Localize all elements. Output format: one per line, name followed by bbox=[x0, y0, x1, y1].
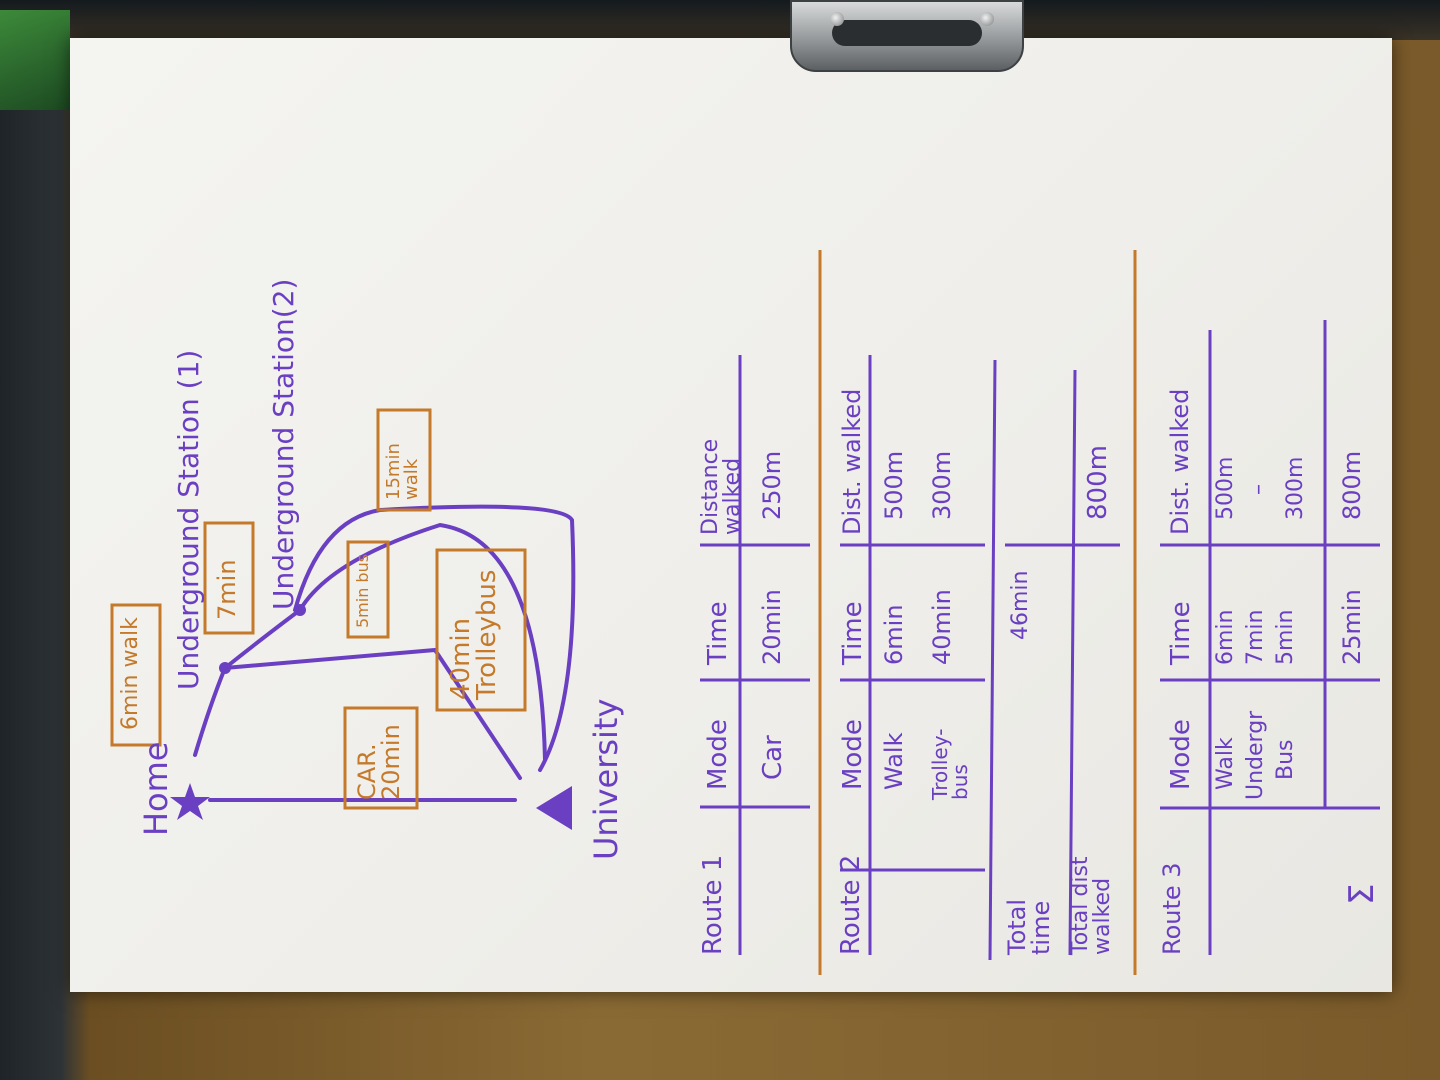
route2-row2-mode: Trolley-bus bbox=[928, 728, 972, 800]
route2-row1-dist: 500m bbox=[880, 450, 908, 520]
route2-row1-time: 6min bbox=[880, 604, 908, 665]
university-label: University bbox=[587, 698, 625, 860]
box-trolley-text: 40min Trolleybus bbox=[446, 569, 502, 700]
route3-row2-time: 7min bbox=[1243, 609, 1268, 665]
route2-header-dist: Dist. walked bbox=[838, 388, 866, 535]
r2-total-mid-line bbox=[1068, 369, 1077, 956]
route2-total-dist-label: Total dist walked bbox=[1068, 856, 1115, 955]
route-trolley-line bbox=[223, 647, 522, 780]
route3-total-time: 25min bbox=[1338, 589, 1366, 665]
home-star bbox=[170, 783, 210, 820]
route3-row1-dist: 500m bbox=[1213, 456, 1238, 520]
route1-header-dist: Distance walked bbox=[698, 438, 745, 535]
box-car-text: CAR. 20min bbox=[353, 724, 405, 800]
route-walk-arc bbox=[293, 504, 576, 772]
route1-title: Route 1 bbox=[698, 854, 728, 955]
route1-time: 20min bbox=[758, 589, 786, 665]
route2-row2-time: 40min bbox=[928, 589, 956, 665]
station1-dot bbox=[219, 662, 231, 674]
r2-total-line bbox=[988, 359, 997, 961]
route2-header-time: Time bbox=[838, 601, 868, 665]
route3-row1-mode: Walk bbox=[1213, 737, 1238, 790]
box-7min bbox=[203, 521, 255, 635]
route1-header-mode: Mode bbox=[703, 719, 733, 790]
route3-row1-time: 6min bbox=[1213, 609, 1238, 665]
route2-row2-dist: 300m bbox=[928, 450, 956, 520]
route2-header-mode: Mode bbox=[838, 719, 868, 790]
route2-total-dist: 800m bbox=[1083, 445, 1113, 520]
route3-header-time: Time bbox=[1166, 601, 1196, 665]
route2-total-time-label: Total time bbox=[1003, 898, 1055, 955]
route2-total-time: 46min bbox=[1008, 570, 1033, 640]
paper-sheet bbox=[70, 38, 1392, 992]
route3-row2-mode: Undergr bbox=[1243, 710, 1268, 800]
station2-label: Underground Station(2) bbox=[267, 278, 300, 610]
university-triangle bbox=[536, 786, 572, 830]
box-walk15 bbox=[376, 408, 432, 512]
home-label: Home bbox=[137, 741, 175, 837]
station1-label: Underground Station (1) bbox=[172, 349, 205, 690]
clip-slot bbox=[832, 20, 982, 46]
route1-mode: Car bbox=[758, 735, 788, 780]
box-walk6 bbox=[110, 603, 162, 747]
route3-sum-symbol: Σ bbox=[1342, 883, 1382, 905]
box-bus5 bbox=[346, 540, 390, 639]
route-underground-line bbox=[223, 608, 302, 670]
route-bus-line bbox=[298, 522, 547, 762]
route3-header-mode: Mode bbox=[1166, 719, 1196, 790]
dark-background bbox=[0, 0, 1440, 40]
route3-row2-dist: – bbox=[1246, 484, 1271, 495]
route1-dist: 250m bbox=[758, 450, 786, 520]
box-7min-text: 7min bbox=[213, 559, 241, 620]
green-object bbox=[0, 10, 70, 110]
route3-total-dist: 800m bbox=[1338, 450, 1366, 520]
route3-header-dist: Dist. walked bbox=[1166, 388, 1194, 535]
route-walk-line bbox=[193, 666, 227, 757]
route2-title: Route 2 bbox=[836, 854, 866, 955]
route1-header-time: Time bbox=[703, 601, 733, 665]
station2-dot bbox=[294, 604, 306, 616]
box-walk15-text: 15min walk bbox=[383, 443, 422, 500]
box-walk6-text: 6min walk bbox=[118, 617, 143, 730]
route3-title: Route 3 bbox=[1158, 862, 1186, 955]
box-car bbox=[343, 706, 419, 810]
box-trolley bbox=[435, 548, 527, 712]
box-bus5-text: 5min bus bbox=[353, 553, 372, 628]
clip-rivet-right bbox=[980, 12, 994, 26]
clip-rivet-left bbox=[830, 12, 844, 26]
route2-row1-mode: Walk bbox=[880, 732, 908, 790]
route3-row3-mode: Bus bbox=[1273, 739, 1298, 781]
route3-row3-time: 5min bbox=[1273, 609, 1298, 665]
route3-row3-dist: 300m bbox=[1283, 456, 1308, 520]
